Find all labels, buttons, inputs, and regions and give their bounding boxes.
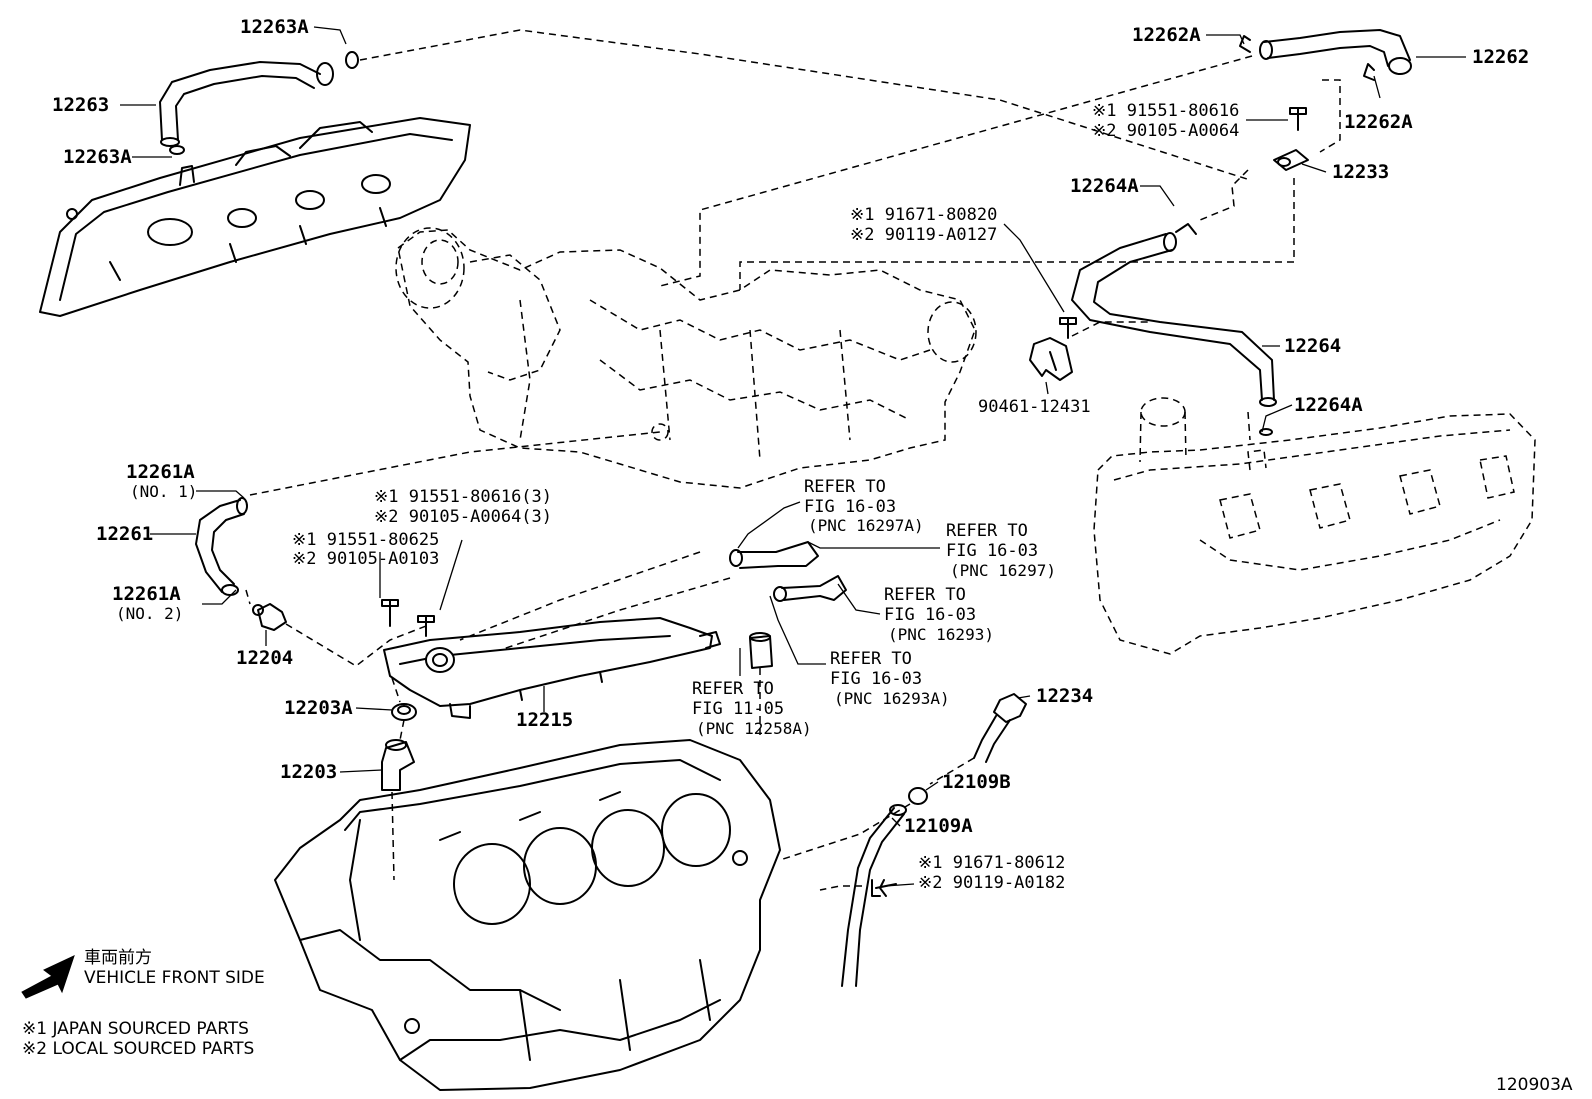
right-head-cover — [1093, 397, 1536, 655]
front-label-jp: 車両前方 — [84, 948, 152, 968]
cover-bolt-pn2: ※2 90105-A0064(3) — [374, 507, 552, 527]
tube-bolt-pn1: ※1 91671-80612 — [918, 853, 1065, 873]
label-12262A-right: 12262A — [1344, 111, 1413, 133]
guide-12109A — [841, 804, 907, 987]
label-12262: 12262 — [1472, 46, 1529, 68]
refer1-line1: REFER TO — [804, 477, 886, 497]
label-12261A-no2-sub: (NO. 2) — [116, 604, 183, 623]
dipstick-12234 — [973, 693, 1027, 763]
refer4-line2: FIG 16-03 — [830, 669, 922, 689]
label-12109B: 12109B — [942, 771, 1011, 793]
label-12263A-top: 12263A — [240, 16, 309, 38]
front-direction: 車両前方 VEHICLE FRONT SIDE — [21, 948, 265, 999]
refer-notes: REFER TO FIG 16-03 (PNC 16297A) REFER TO… — [692, 477, 1056, 738]
intake-manifold — [395, 227, 977, 489]
callouts: 12263A 12263 12263A 12262A 12262 12262A … — [52, 16, 1529, 837]
refer1-line3: (PNC 16297A) — [808, 516, 924, 535]
label-12233: 12233 — [1332, 161, 1389, 183]
refer2-line2: FIG 16-03 — [946, 541, 1038, 561]
refer4-line3: (PNC 16293A) — [834, 689, 950, 708]
label-12261A-no1-sub: (NO. 1) — [130, 482, 197, 501]
refer4-line1: REFER TO — [830, 649, 912, 669]
cover-bolt-b-pn1: ※1 91551-80625 — [292, 530, 439, 550]
front-arrow-icon — [21, 955, 75, 999]
refer2-line1: REFER TO — [946, 521, 1028, 541]
pcv-valve-12204 — [252, 603, 287, 631]
label-12234: 12234 — [1036, 685, 1093, 707]
leader-lines — [120, 26, 1466, 887]
label-12109A: 12109A — [904, 815, 973, 837]
label-12261: 12261 — [96, 523, 153, 545]
dual-part-numbers: ※1 91551-80616 ※2 90105-A0064 ※1 91671-8… — [292, 101, 1239, 893]
tube-bolt-pn2: ※2 90119-A0182 — [918, 873, 1065, 893]
label-12264A-bottom: 12264A — [1294, 394, 1363, 416]
label-90461-12431: 90461-12431 — [978, 397, 1091, 417]
legend-japan: ※1 JAPAN SOURCED PARTS — [22, 1019, 249, 1039]
bolt-top-pn2: ※2 90105-A0064 — [1092, 121, 1239, 141]
hose-12264 — [1071, 223, 1277, 436]
diagram-id: 120903A — [1496, 1075, 1573, 1095]
refer5-line3: (PNC 12258A) — [696, 719, 812, 738]
legend: ※1 JAPAN SOURCED PARTS ※2 LOCAL SOURCED … — [22, 1019, 254, 1059]
label-12264A-top: 12264A — [1070, 175, 1139, 197]
clamp-bolt-pn2: ※2 90119-A0127 — [850, 225, 997, 245]
refer3-line1: REFER TO — [884, 585, 966, 605]
refer5-line1: REFER TO — [692, 679, 774, 699]
grommet-12203A — [391, 703, 417, 721]
union-12203 — [381, 739, 415, 791]
label-12203A: 12203A — [284, 697, 353, 719]
label-12263A-bottom: 12263A — [63, 146, 132, 168]
pcv-pipe-12233 — [1273, 107, 1309, 171]
o-ring-12109B — [908, 787, 928, 805]
cylinder-block — [274, 739, 781, 1091]
refer3-line3: (PNC 16293) — [888, 625, 994, 644]
label-12261A-no2: 12261A — [112, 583, 181, 605]
refer1-line2: FIG 16-03 — [804, 497, 896, 517]
label-12261A-no1: 12261A — [126, 461, 195, 483]
hose-12261 — [195, 497, 248, 596]
label-12263: 12263 — [52, 94, 109, 116]
label-12203: 12203 — [280, 761, 337, 783]
oil-separator-12215 — [383, 617, 721, 719]
refer3-line2: FIG 16-03 — [884, 605, 976, 625]
label-12204: 12204 — [236, 647, 293, 669]
clamp-90461-12431 — [1029, 317, 1077, 381]
label-12264: 12264 — [1284, 335, 1341, 357]
left-head-cover — [39, 117, 471, 317]
cover-bolts — [381, 599, 435, 637]
clamp-bolt-pn1: ※1 91671-80820 — [850, 205, 997, 225]
label-12215: 12215 — [516, 709, 573, 731]
front-label-en: VEHICLE FRONT SIDE — [84, 968, 265, 988]
refer5-line2: FIG 11-05 — [692, 699, 784, 719]
cover-bolt-pn1: ※1 91551-80616(3) — [374, 487, 552, 507]
bolt-top-pn1: ※1 91551-80616 — [1092, 101, 1239, 121]
label-12262A-left: 12262A — [1132, 24, 1201, 46]
refer-hoses — [729, 541, 847, 669]
hose-12262 — [1239, 29, 1412, 81]
legend-local: ※2 LOCAL SOURCED PARTS — [22, 1039, 254, 1059]
cover-bolt-b-pn2: ※2 90105-A0103 — [292, 549, 439, 569]
refer2-line3: (PNC 16297) — [950, 561, 1056, 580]
hose-12263 — [159, 51, 359, 155]
assembly-lines — [245, 29, 1341, 891]
